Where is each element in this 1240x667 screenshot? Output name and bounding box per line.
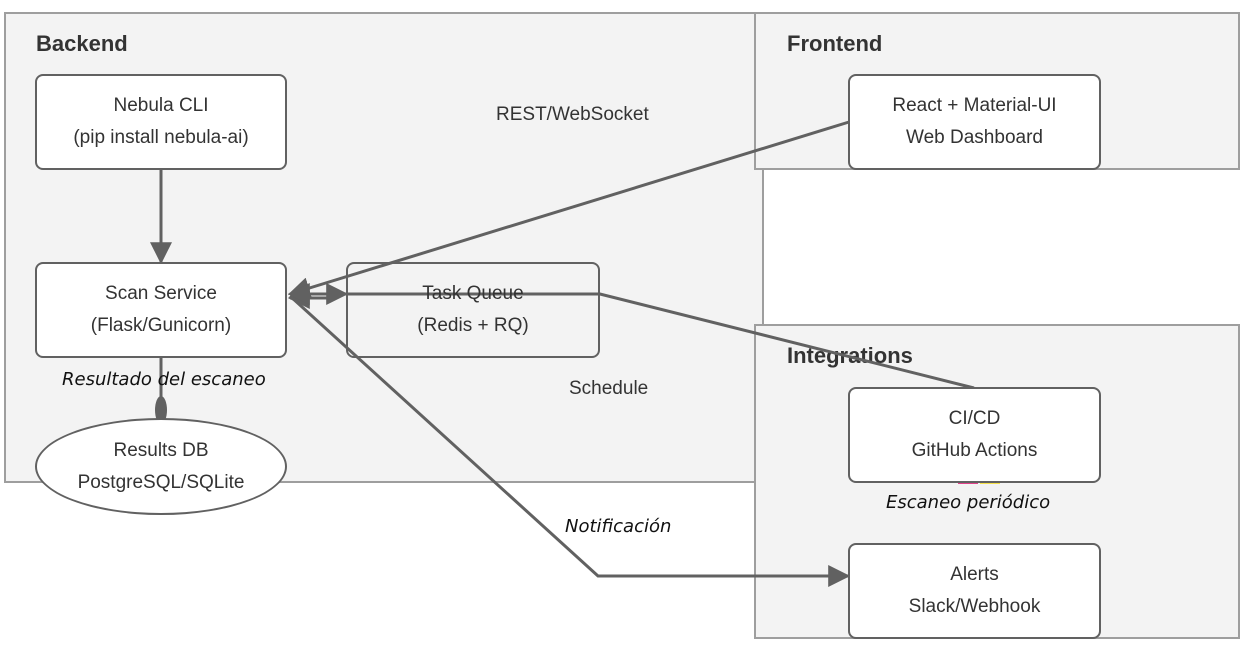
scan-service-node[interactable]: Scan Service (Flask/Gunicorn)	[35, 262, 287, 358]
backend-cluster-title: Backend	[36, 31, 128, 56]
ci-cd-subtitle: GitHub Actions	[911, 440, 1038, 461]
ci-cd-title: CI/CD	[948, 408, 1001, 429]
edge-web-to-scan	[287, 120, 850, 299]
task-queue-subtitle: (Redis + RQ)	[417, 315, 529, 336]
alerts-title: Alerts	[950, 564, 999, 585]
alerts-subtitle: Slack/Webhook	[908, 596, 1041, 617]
notification-label: Notificación	[565, 516, 672, 537]
ci-cd-node[interactable]: CI/CD GitHub Actions	[848, 387, 1101, 483]
results-db-title: Results DB	[113, 439, 209, 461]
web-dashboard-title: React + Material-UI	[892, 95, 1057, 116]
web-dashboard-node[interactable]: React + Material-UI Web Dashboard	[848, 74, 1101, 170]
task-queue-title: Task Queue	[422, 283, 524, 304]
nebula-cli-title: Nebula CLI	[113, 95, 209, 116]
alerts-node[interactable]: Alerts Slack/Webhook	[848, 543, 1101, 639]
scan-result-label: Resultado del escaneo	[62, 369, 266, 390]
edge-ci-to-scan	[287, 283, 975, 390]
edge-scan-to-alerts	[288, 294, 851, 587]
web-dashboard-subtitle: Web Dashboard	[906, 127, 1043, 148]
results-db-subtitle: PostgreSQL/SQLite	[77, 471, 245, 493]
periodic-scan-label: Escaneo periódico	[886, 492, 1051, 513]
rest-websocket-label: REST/WebSocket	[496, 104, 649, 125]
nebula-cli-node[interactable]: Nebula CLI (pip install nebula-ai)	[35, 74, 287, 170]
results-db-node[interactable]: Results DB PostgreSQL/SQLite	[35, 418, 287, 515]
scan-service-title: Scan Service	[105, 283, 217, 304]
edge-scan-to-db-end	[155, 396, 167, 424]
scan-service-subtitle: (Flask/Gunicorn)	[90, 315, 232, 336]
frontend-cluster-title: Frontend	[787, 31, 883, 56]
task-queue-node[interactable]: Task Queue (Redis + RQ)	[346, 262, 600, 358]
nebula-cli-subtitle: (pip install nebula-ai)	[73, 127, 249, 148]
schedule-label: Schedule	[569, 378, 649, 399]
